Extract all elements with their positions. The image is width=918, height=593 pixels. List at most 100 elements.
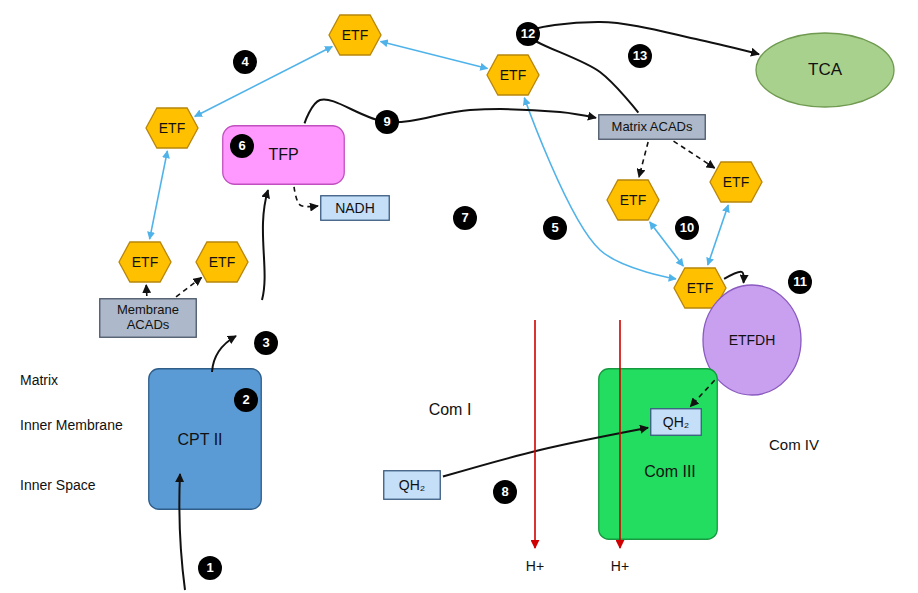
electron-chain xyxy=(404,458,412,468)
node-label: ETF xyxy=(132,254,158,270)
complex-four: Com IV xyxy=(738,368,850,522)
etf-hexagon: ETF xyxy=(486,54,540,96)
enzyme-box: Membrane ACADs xyxy=(99,298,197,338)
node-label: Com III xyxy=(644,463,696,481)
proton-label: H+ xyxy=(611,558,629,574)
region-label: Inner Membrane xyxy=(20,417,123,433)
callout-number: 3 xyxy=(254,331,278,355)
node-outline xyxy=(599,369,718,540)
node-label: ETF xyxy=(159,120,185,136)
node-outline xyxy=(384,471,441,500)
etf-exchange-arrow xyxy=(381,41,488,68)
callout-number: 6 xyxy=(230,134,254,158)
iron-sulfur-cluster xyxy=(393,359,403,369)
node-outline xyxy=(487,55,539,95)
node-label: Membrane ACADs xyxy=(105,303,191,333)
etf-hexagon: ETF xyxy=(328,14,382,56)
dashed-transfer-arrow xyxy=(639,142,648,177)
callout-number: 1 xyxy=(198,556,222,580)
flow-arrow xyxy=(443,428,648,477)
metabolite-box: QH₂ xyxy=(383,470,441,500)
node-outline xyxy=(756,33,894,107)
etf-exchange-arrow xyxy=(195,47,332,117)
node-outline xyxy=(599,115,706,140)
etf-hexagon: ETF xyxy=(606,179,660,221)
etf-exchange-arrow xyxy=(150,151,168,239)
etf-hexagon: ETF xyxy=(709,161,763,203)
etf-exchange-arrow xyxy=(708,205,728,265)
callout-number: 9 xyxy=(375,110,399,134)
node-outline xyxy=(329,15,381,55)
node-outline xyxy=(651,409,702,436)
proton-flow-arrow xyxy=(534,320,536,548)
node-label: ETF xyxy=(723,174,749,190)
dashed-transfer-arrow xyxy=(176,278,201,297)
region-label: Inner Space xyxy=(20,477,96,493)
node-label: TFP xyxy=(268,146,298,164)
callout-number: 5 xyxy=(543,216,567,240)
transport-arrow xyxy=(179,474,185,590)
node-shape xyxy=(598,368,718,540)
node-label: ETF xyxy=(687,280,713,296)
node-label: Matrix ACADs xyxy=(612,120,693,135)
node-outline xyxy=(100,299,197,338)
iron-sulfur-cluster xyxy=(397,315,407,325)
node-label: NADH xyxy=(335,200,375,216)
complex-three: Com III QH₂ xyxy=(598,368,718,540)
iron-sulfur-cluster xyxy=(425,245,435,255)
node-outline xyxy=(350,193,745,540)
node-label: Com IV xyxy=(769,436,819,453)
callout-number: 12 xyxy=(516,22,540,46)
callout-number: 4 xyxy=(233,50,257,74)
callout-number: 2 xyxy=(234,388,258,412)
tca-cycle: TCA xyxy=(755,32,895,108)
node-outline xyxy=(710,162,762,202)
iron-sulfur-cluster xyxy=(397,405,407,415)
membrane-acad-enzyme xyxy=(200,248,300,388)
callout-number: 8 xyxy=(493,480,517,504)
proton-flow-arrow xyxy=(619,320,621,548)
iron-sulfur-cluster xyxy=(390,263,400,273)
node-outline xyxy=(607,180,659,220)
node-outline xyxy=(321,196,390,221)
iron-sulfur-cluster xyxy=(375,431,385,441)
iron-sulfur-cluster xyxy=(433,277,443,287)
node-outline xyxy=(149,369,262,510)
node-outline xyxy=(146,108,198,148)
flow-arrow xyxy=(305,99,597,123)
callout-number: 10 xyxy=(675,216,699,240)
etf-hexagon: ETF xyxy=(145,107,199,149)
etf-hexagon: ETF xyxy=(118,241,172,283)
node-label: QH₂ xyxy=(663,414,689,430)
callout-number: 11 xyxy=(788,270,812,294)
node-label: TCA xyxy=(808,60,842,80)
dashed-transfer-arrow xyxy=(294,187,318,207)
node-label: ETF xyxy=(620,192,646,208)
flow-arrow xyxy=(724,272,744,283)
flow-arrow xyxy=(528,22,759,113)
proton-label: H+ xyxy=(526,558,544,574)
iron-sulfur-cluster xyxy=(399,453,409,463)
binding-site xyxy=(351,194,410,290)
node-outline xyxy=(196,242,248,282)
region-label: Matrix xyxy=(20,372,58,388)
iron-sulfur-cluster xyxy=(380,225,390,235)
transport-arrow xyxy=(262,190,268,300)
dashed-transfer-arrow xyxy=(674,141,715,168)
node-outline xyxy=(223,126,345,185)
dashed-transfer-arrow xyxy=(145,285,147,296)
node-label: CPT II xyxy=(177,431,222,449)
iron-sulfur-cluster xyxy=(365,381,375,391)
node-label: Com I xyxy=(429,401,472,419)
node-outline xyxy=(739,369,849,521)
node-label: QH₂ xyxy=(399,477,425,493)
etf-hexagon: ETF xyxy=(195,241,249,283)
node-label: ETFDH xyxy=(729,332,776,348)
node-label: ETF xyxy=(342,27,368,43)
etf-exchange-arrow xyxy=(524,98,676,279)
enzyme-box: Matrix ACADs xyxy=(598,114,706,140)
metabolite-box: QH₂ xyxy=(650,408,702,436)
transport-arrow xyxy=(212,336,236,372)
